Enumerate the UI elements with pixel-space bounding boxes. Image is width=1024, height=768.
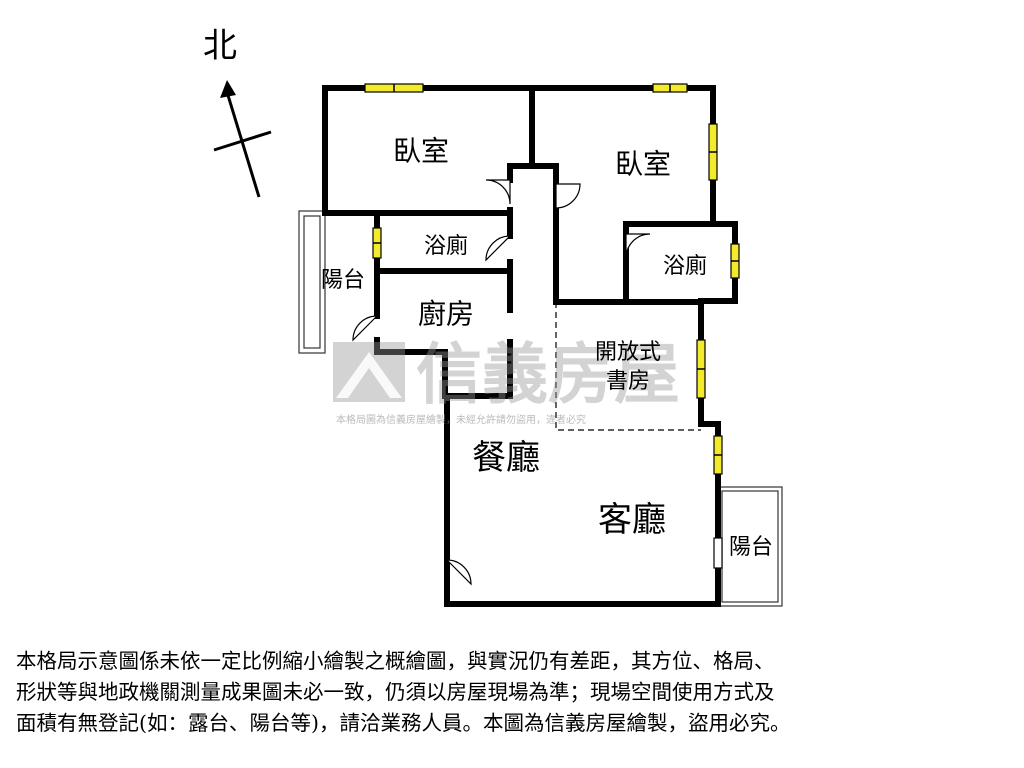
north-arrow-icon (225, 91, 261, 198)
room-label-bedroom-right: 臥室 (615, 148, 671, 181)
windows (364, 83, 740, 569)
watermark-brand: 信義房屋 (416, 336, 680, 413)
room-label-balcony-right: 陽台 (729, 535, 773, 560)
disclaimer-line: 面積有無登記(如：露台、陽台等)，請洽業務人員。本圖為信義房屋繪製，盜用必究。 (16, 711, 791, 735)
room-labels: 臥室 臥室 浴廁 浴廁 陽台 廚房 開放式 書房 餐廳 客廳 陽台 (321, 135, 773, 561)
doors[interactable] (352, 179, 651, 586)
room-label-bathroom-left: 浴廁 (424, 234, 468, 259)
room-label-bathroom-right: 浴廁 (663, 254, 707, 279)
room-label-balcony-left: 陽台 (321, 268, 365, 293)
disclaimer-line: 本格局示意圖係未依一定比例縮小繪製之概繪圖，與實況仍有差距，其方位、格局、 (16, 649, 775, 673)
north-compass: 北 (203, 26, 272, 198)
room-label-bedroom-left: 臥室 (393, 135, 449, 168)
floor-plan: 信義房屋 本格局圖為信義房屋繪製，未經允許請勿盜用，違者必究 北 臥室 臥室 浴… (203, 26, 783, 607)
room-label-study-line1: 開放式 (595, 340, 661, 365)
study-boundary (555, 302, 701, 431)
watermark: 信義房屋 本格局圖為信義房屋繪製，未經允許請勿盜用，違者必究 (333, 336, 680, 426)
room-label-living: 客廳 (598, 500, 666, 540)
room-label-kitchen: 廚房 (418, 298, 474, 331)
room-label-dining: 餐廳 (472, 438, 540, 478)
disclaimer-text: 本格局示意圖係未依一定比例縮小繪製之概繪圖，與實況仍有差距，其方位、格局、 形狀… (16, 646, 1011, 739)
disclaimer-line: 形狀等與地政機關測量成果圖未必一致，仍須以房屋現場為準；現場空間使用方式及 (16, 680, 775, 704)
room-label-study-line2: 書房 (606, 369, 650, 394)
north-label: 北 (203, 26, 237, 66)
watermark-notice: 本格局圖為信義房屋繪製，未經允許請勿盜用，違者必究 (336, 413, 586, 426)
